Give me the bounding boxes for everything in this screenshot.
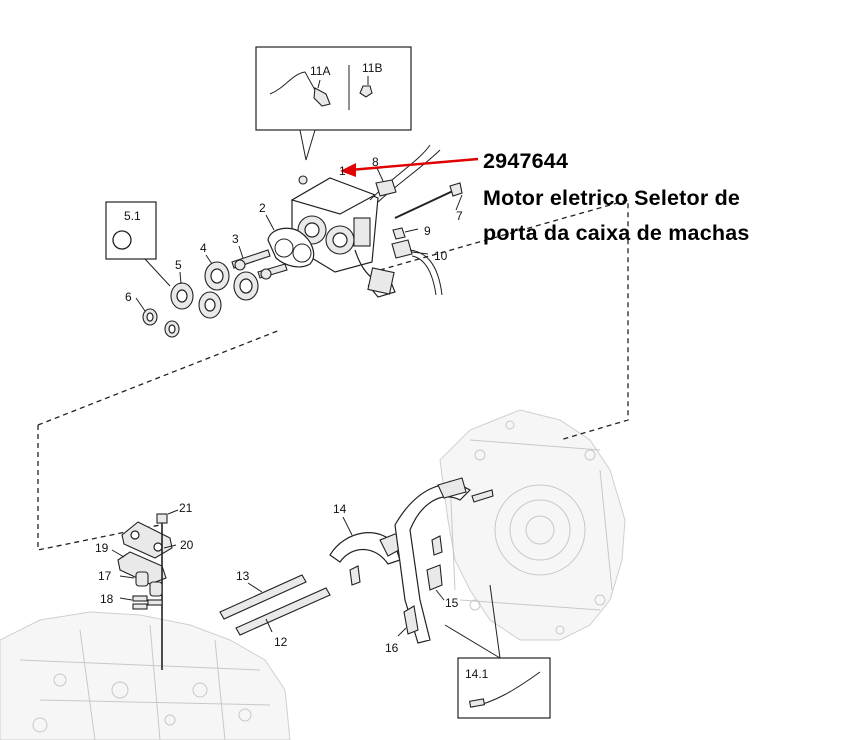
callout-8: 8 — [372, 155, 379, 169]
part-7-bolt — [394, 182, 463, 219]
callout-14-1: 14.1 — [465, 667, 489, 681]
callout-15: 15 — [445, 596, 459, 610]
callout-14: 14 — [333, 502, 347, 516]
detail-box-5-1 — [105, 201, 171, 287]
callout-12: 12 — [274, 635, 288, 649]
part-6-seal — [135, 297, 180, 338]
assembly-dashed-outline — [37, 199, 629, 551]
part-19-20-plate — [111, 521, 177, 585]
callout-19: 19 — [95, 541, 109, 555]
callout-18: 18 — [100, 592, 114, 606]
gearbox-housing-left — [0, 611, 291, 740]
callout-3: 3 — [232, 232, 239, 246]
part-15-fork — [394, 477, 471, 644]
callout-1: 1 — [339, 164, 346, 178]
part-13-rod — [219, 574, 307, 620]
callout-20: 20 — [180, 538, 194, 552]
callout-21: 21 — [179, 501, 193, 515]
part-12-rod — [235, 587, 331, 636]
part-5-bearing — [170, 271, 222, 319]
part-2-gasket — [265, 214, 315, 268]
callout-11b: 11B — [362, 61, 382, 75]
detail-box-14-1 — [444, 584, 551, 719]
part-17-sleeve — [119, 571, 163, 597]
fork-pins — [349, 489, 494, 586]
part-description-line-2: porta da caixa de machas — [483, 221, 750, 245]
callout-5-1: 5.1 — [124, 209, 141, 223]
callout-7: 7 — [456, 209, 463, 223]
callout-2: 2 — [259, 201, 266, 215]
annotation-arrow — [340, 157, 479, 177]
part-8-connector — [375, 167, 397, 197]
detail-box-11 — [255, 46, 412, 161]
part-description-line-1: Motor eletrico Seletor de — [483, 186, 741, 210]
callout-6: 6 — [125, 290, 132, 304]
callout-5: 5 — [175, 258, 182, 272]
callout-4: 4 — [200, 241, 207, 255]
callout-13: 13 — [236, 569, 250, 583]
callout-11a: 11A — [310, 64, 330, 78]
callout-16: 16 — [385, 641, 399, 655]
part-9-nut — [392, 227, 419, 240]
part-4-gear — [204, 254, 259, 301]
part-18-pins — [119, 595, 163, 610]
part-16-lever — [397, 605, 419, 637]
part-number-label: 2947644 — [483, 149, 569, 173]
callout-17: 17 — [98, 569, 112, 583]
gearbox-housing-right — [439, 409, 626, 641]
callout-labels: 1 2 3 4 5 5.1 6 7 8 9 10 11A 11B 12 13 1… — [95, 61, 489, 681]
callout-10: 10 — [434, 249, 448, 263]
part-10-hose — [391, 239, 443, 296]
callout-9: 9 — [424, 224, 431, 238]
part-3-shaft — [231, 245, 288, 280]
